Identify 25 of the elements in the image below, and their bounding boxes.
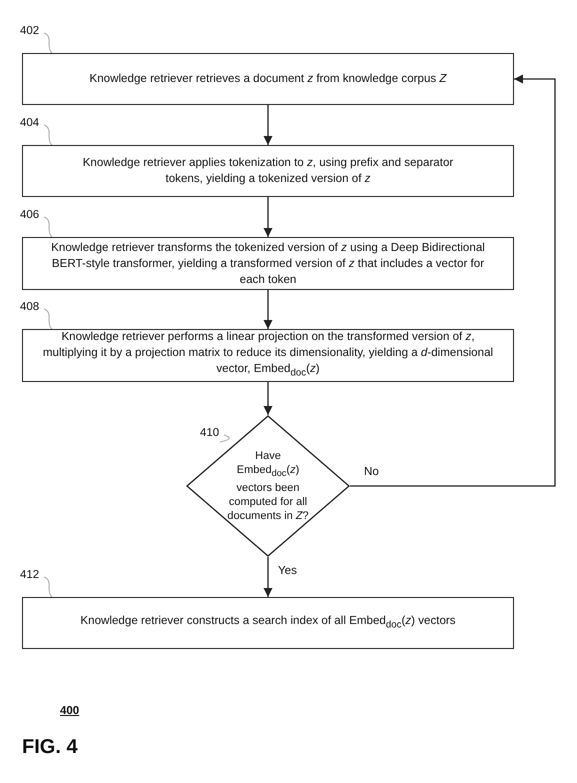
arrow [263,290,273,329]
step-text: Knowledge retriever transforms the tokenized version of z using a Deep Bidirectional BERT-style transformer, yielding a transformed version of z that includes a vector for each token [50,240,486,288]
decision-diamond [186,415,350,557]
arrow [263,105,273,145]
fig-number: 400 [60,705,80,717]
step-text: Knowledge retriever applies tokenization to z, using prefix and separator tokens, yielding a tokenized version of z [82,155,454,187]
process-box [22,145,514,197]
arrow [350,74,556,487]
reference-number: 412 [20,569,40,581]
arrow [263,382,273,415]
process-box [22,597,514,649]
process-box [22,237,514,290]
process-box [22,53,514,105]
reference-number: 402 [20,25,40,37]
step-text: Knowledge retriever retrieves a document z from knowledge corpus Z [88,71,448,87]
figure-title: FIG. 4 [22,736,78,759]
step-text: Have Embed$_{doc}$(z) vectors been computed for all documents in Z? [226,449,310,523]
arrow [263,197,273,237]
step-text: Knowledge retriever performs a linear projection on the transformed version of z, multiplying it by a projection matrix to reduce its dimensionality, yielding a d-dimensional vector, Embed$_{doc}$(z) [42,329,494,381]
arrow [263,557,273,597]
reference-number: 406 [20,209,40,221]
step-text: Knowledge retriever constructs a search index of all Embed$_{doc}$(z) vectors [79,612,457,632]
reference-number: 408 [20,301,40,313]
reference-number: 410 [200,427,220,439]
reference-number: 404 [20,117,40,129]
